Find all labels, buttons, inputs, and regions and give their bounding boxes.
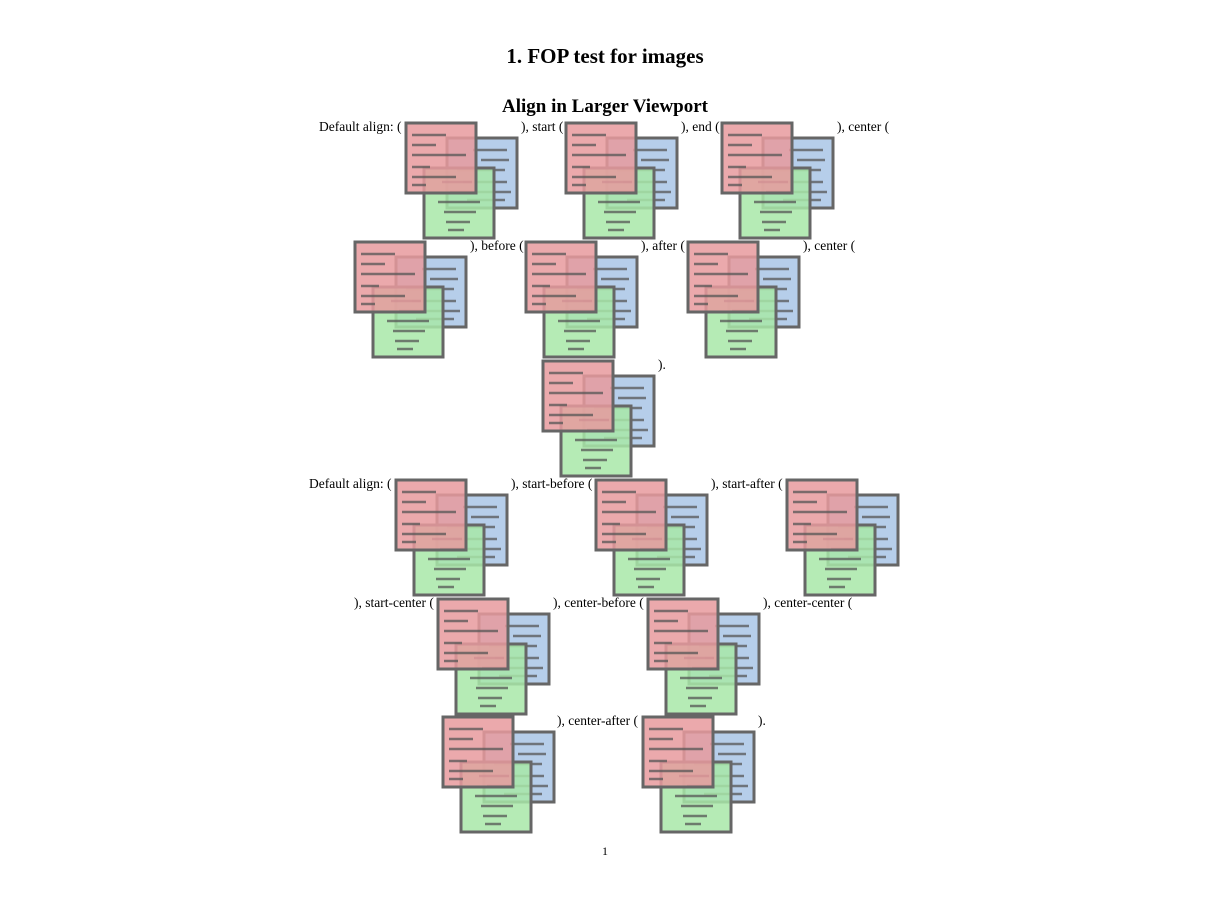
overlapping-documents-icon bbox=[641, 715, 756, 834]
row6-sep1: ), center-after ( bbox=[557, 713, 639, 728]
row3-end: ). bbox=[658, 357, 666, 372]
document-image bbox=[403, 120, 523, 240]
overlapping-documents-icon bbox=[404, 121, 519, 240]
row2-sep1: ), before ( bbox=[470, 238, 524, 253]
document-image bbox=[645, 596, 765, 716]
overlapping-documents-icon bbox=[646, 597, 761, 716]
document-image bbox=[440, 714, 560, 834]
section-heading: Align in Larger Viewport bbox=[501, 96, 708, 117]
overlapping-documents-icon bbox=[441, 715, 556, 834]
document-image bbox=[685, 239, 805, 359]
row1-sep2: ), end ( bbox=[681, 119, 720, 134]
overlapping-documents-icon bbox=[785, 478, 900, 597]
overlapping-documents-icon bbox=[564, 121, 679, 240]
overlapping-documents-icon bbox=[524, 240, 639, 359]
document-image bbox=[352, 239, 472, 359]
row1-sep1: ), start ( bbox=[521, 119, 564, 134]
document-image bbox=[540, 358, 660, 478]
row5-sep2: ), center-before ( bbox=[553, 595, 644, 610]
overlapping-documents-icon bbox=[720, 121, 835, 240]
document-image bbox=[640, 714, 760, 834]
overlapping-documents-icon bbox=[541, 359, 656, 478]
overlapping-documents-icon bbox=[394, 478, 509, 597]
row5-sep1: ), start-center ( bbox=[354, 595, 434, 610]
row6-end: ). bbox=[758, 713, 766, 728]
row4-sep1: ), start-before ( bbox=[511, 476, 593, 491]
overlapping-documents-icon bbox=[436, 597, 551, 716]
overlapping-documents-icon bbox=[353, 240, 468, 359]
document-image bbox=[523, 239, 643, 359]
document-image bbox=[719, 120, 839, 240]
document-image bbox=[435, 596, 555, 716]
row4-sep2: ), start-after ( bbox=[711, 476, 783, 491]
row1-prefix: Default align: ( bbox=[319, 119, 402, 134]
document-image bbox=[784, 477, 904, 597]
row2-sep2: ), after ( bbox=[641, 238, 685, 253]
page-number: 1 bbox=[602, 844, 608, 858]
overlapping-documents-icon bbox=[594, 478, 709, 597]
row2-sep3: ), center ( bbox=[803, 238, 856, 253]
document-image bbox=[393, 477, 513, 597]
row5-sep3: ), center-center ( bbox=[763, 595, 853, 610]
overlapping-documents-icon bbox=[686, 240, 801, 359]
document-image bbox=[563, 120, 683, 240]
row1-sep3: ), center ( bbox=[837, 119, 890, 134]
row4-prefix: Default align: ( bbox=[309, 476, 392, 491]
page-title: 1. FOP test for images bbox=[506, 44, 704, 68]
document-image bbox=[593, 477, 713, 597]
